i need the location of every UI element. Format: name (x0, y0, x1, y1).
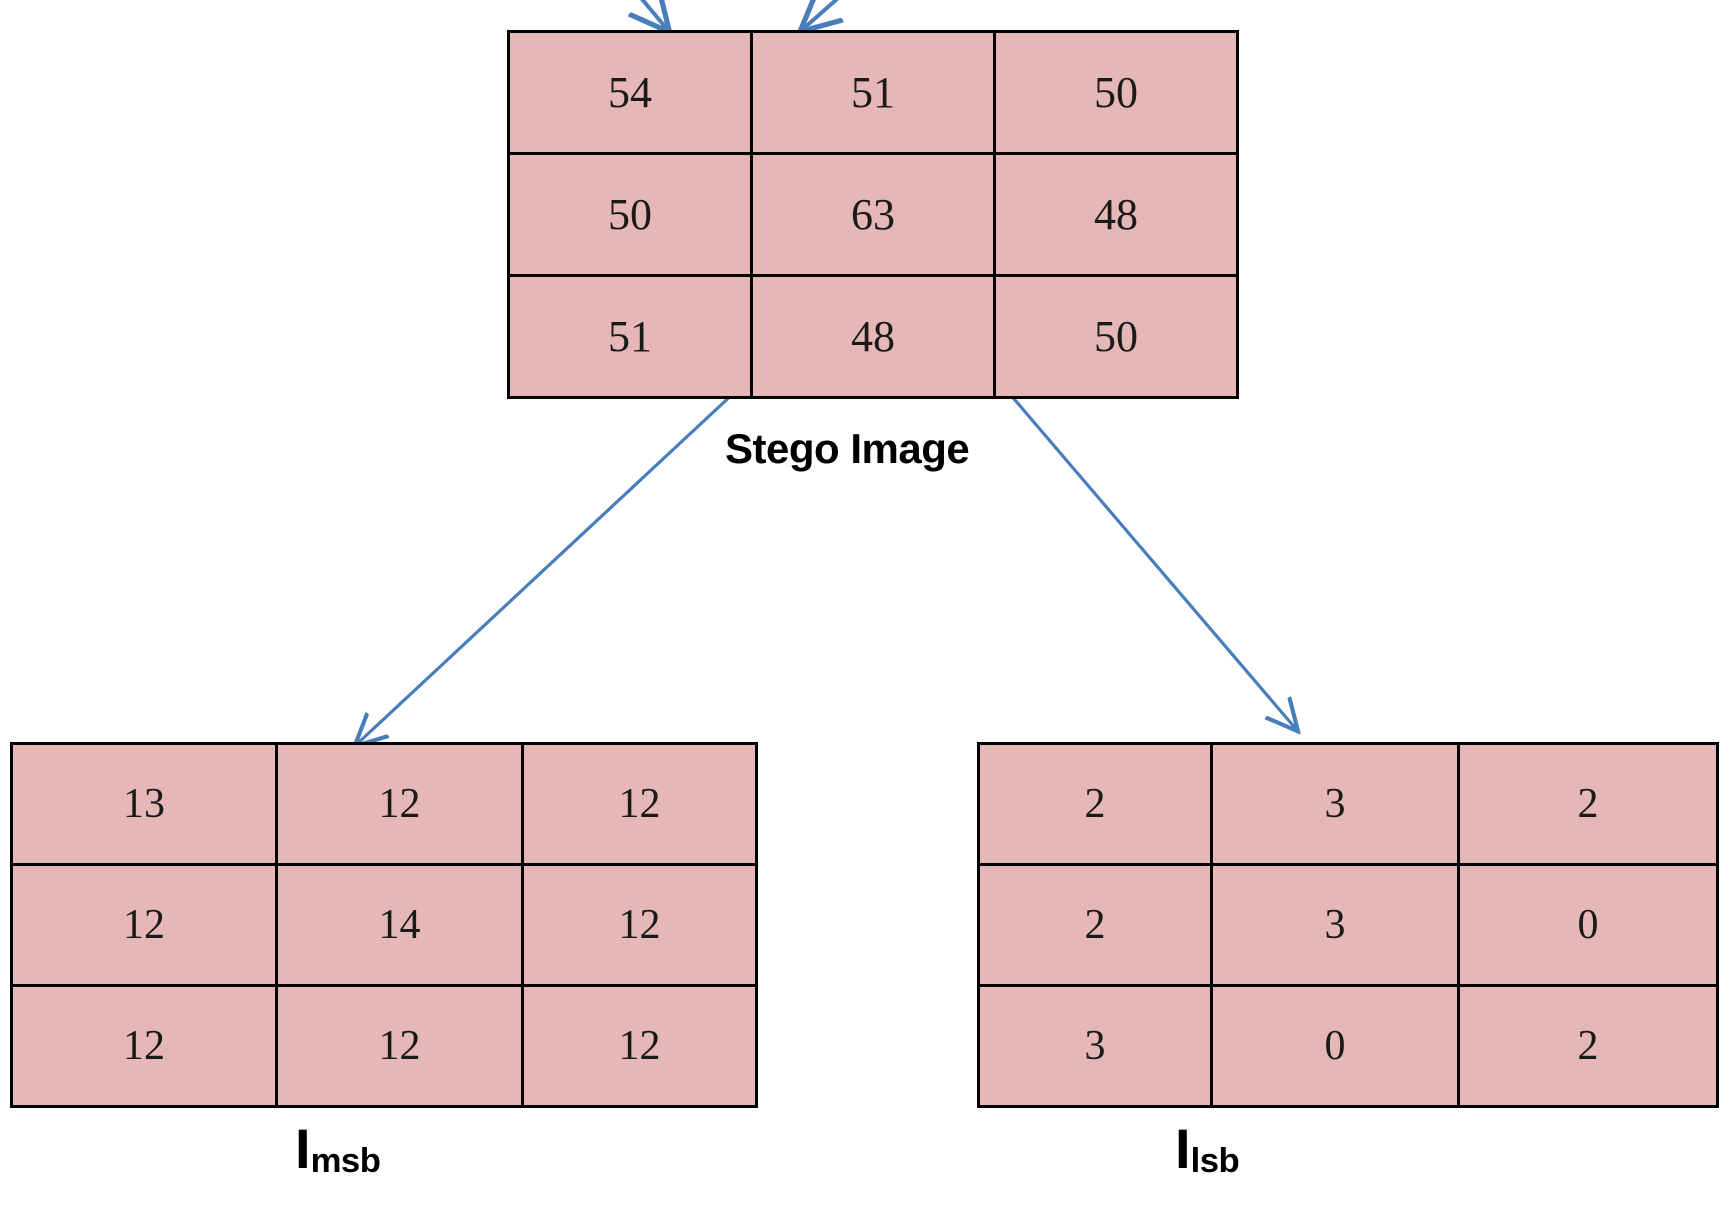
stego-cell-r1c1: 63 (750, 152, 996, 277)
lsb-cell-r1c2: 0 (1457, 863, 1719, 987)
stego-cell-r2c1: 48 (750, 274, 996, 399)
table-row: 12 12 12 (10, 984, 758, 1108)
msb-cell-r1c1: 14 (275, 863, 524, 987)
table-row: 2 3 2 (977, 742, 1719, 866)
lsb-cell-r0c2: 2 (1457, 742, 1719, 866)
table-row: 13 12 12 (10, 742, 758, 866)
arrow-incoming-left-fragment (636, 0, 667, 29)
imsb-label-main: I (295, 1117, 311, 1180)
lsb-cell-r2c0: 3 (977, 984, 1213, 1108)
stego-cell-r0c0: 54 (507, 30, 753, 155)
lsb-cell-r1c0: 2 (977, 863, 1213, 987)
ilsb-label-subscript: lsb (1190, 1142, 1240, 1181)
lsb-cell-r2c2: 2 (1457, 984, 1719, 1108)
imsb-matrix: 13 12 12 12 14 12 12 12 12 (10, 742, 758, 1108)
ilsb-label: Ilsb (1175, 1116, 1240, 1181)
table-row: 50 63 48 (507, 152, 1239, 277)
arrow-to-lsb-icon (1007, 391, 1296, 729)
table-row: 2 3 0 (977, 863, 1719, 987)
stego-image-label: Stego Image (725, 425, 970, 472)
table-row: 54 51 50 (507, 30, 1239, 155)
stego-cell-r0c1: 51 (750, 30, 996, 155)
ilsb-label-main: I (1175, 1117, 1191, 1180)
stego-image-matrix: 54 51 50 50 63 48 51 48 50 (507, 30, 1239, 399)
msb-cell-r2c0: 12 (10, 984, 278, 1108)
table-row: 51 48 50 (507, 274, 1239, 399)
imsb-label-subscript: msb (310, 1142, 381, 1181)
arrow-to-msb-icon (357, 389, 738, 744)
ilsb-matrix: 2 3 2 2 3 0 3 0 2 (977, 742, 1719, 1108)
stego-cell-r2c0: 51 (507, 274, 753, 399)
msb-cell-r0c1: 12 (275, 742, 524, 866)
lsb-cell-r2c1: 0 (1210, 984, 1460, 1108)
msb-cell-r0c2: 12 (521, 742, 758, 866)
stego-cell-r2c2: 50 (993, 274, 1239, 399)
stego-cell-r1c0: 50 (507, 152, 753, 277)
arrow-incoming-right-fragment (803, 0, 845, 29)
stego-cell-r1c2: 48 (993, 152, 1239, 277)
lsb-cell-r0c0: 2 (977, 742, 1213, 866)
lsb-cell-r1c1: 3 (1210, 863, 1460, 987)
msb-cell-r1c0: 12 (10, 863, 278, 987)
table-row: 12 14 12 (10, 863, 758, 987)
msb-cell-r2c1: 12 (275, 984, 524, 1108)
imsb-label: Imsb (295, 1116, 381, 1181)
table-row: 3 0 2 (977, 984, 1719, 1108)
stego-cell-r0c2: 50 (993, 30, 1239, 155)
msb-cell-r2c2: 12 (521, 984, 758, 1108)
msb-cell-r0c0: 13 (10, 742, 278, 866)
msb-cell-r1c2: 12 (521, 863, 758, 987)
lsb-cell-r0c1: 3 (1210, 742, 1460, 866)
